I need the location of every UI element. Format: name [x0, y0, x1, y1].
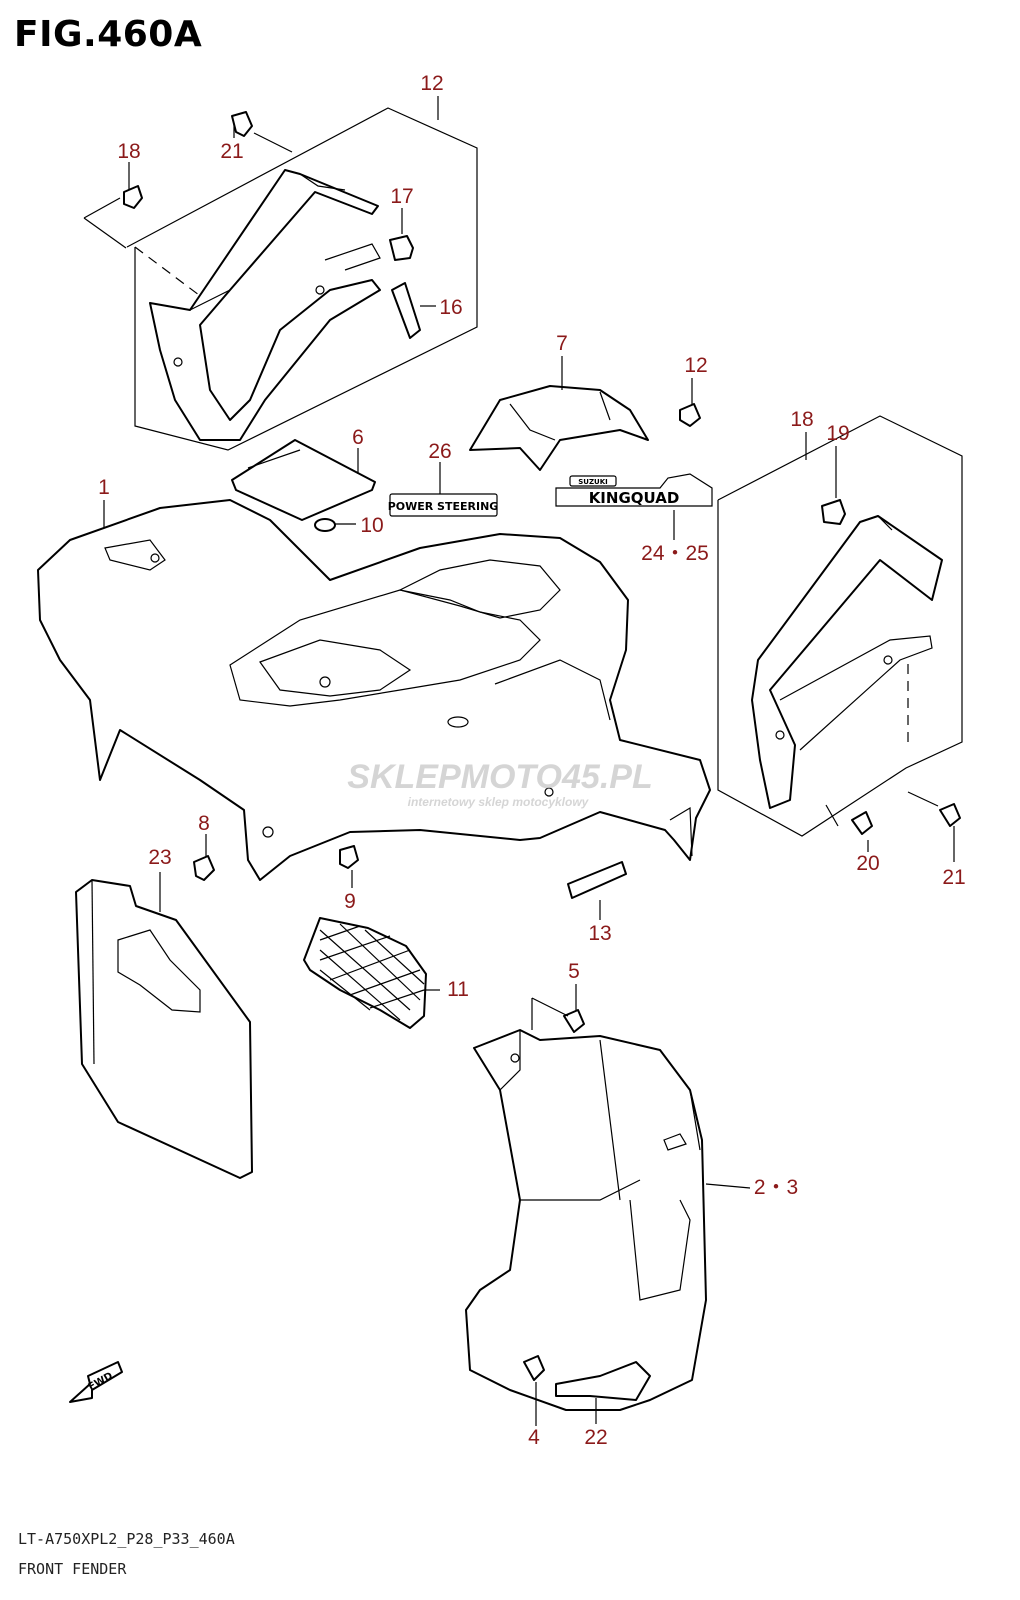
grommet-16 — [389, 235, 414, 261]
callout-15: 16 — [439, 296, 462, 319]
callout-5: 5 — [568, 960, 580, 983]
callout-13: 13 — [588, 922, 611, 945]
clip-21-right — [939, 803, 961, 827]
callout-16: 17 — [390, 185, 413, 208]
callout-1: 1 — [98, 476, 110, 499]
clip-12 — [679, 403, 701, 427]
callouts: 12 18 21 17 16 1 6 10 26 7 12 24・25 18 1… — [98, 72, 966, 1449]
callout-14: 12 — [420, 72, 443, 95]
decal-power-steering: POWER STEERING — [388, 493, 499, 517]
callout-21-right: 21 — [942, 866, 965, 889]
callout-2-3: 2・3 — [754, 1176, 798, 1199]
callout-9: 9 — [344, 890, 356, 913]
headlight-cover-7 — [469, 385, 649, 471]
clip-5 — [563, 1009, 585, 1033]
leader-lines — [103, 96, 955, 1426]
grille-11 — [303, 917, 427, 1029]
callout-18: 18 — [790, 408, 813, 431]
callout-22: 22 — [584, 1426, 607, 1449]
clip-21-top — [231, 111, 253, 137]
cover-plate-6 — [231, 439, 376, 521]
decal-suzuki-text: SUZUKI — [578, 478, 608, 486]
callout-4: 4 — [528, 1426, 540, 1449]
inner-fender-2-3 — [465, 1029, 707, 1411]
grommet-19 — [821, 499, 846, 525]
callout-26: 26 — [428, 440, 451, 463]
group-18-box — [717, 415, 963, 837]
figure-caption: FRONT FENDER — [18, 1560, 127, 1578]
watermark-tagline: internetowy sklep motocyklowy — [408, 795, 590, 809]
callout-20: 20 — [856, 852, 879, 875]
figure-code: LT-A750XPL2_P28_P33_460A — [18, 1530, 235, 1548]
callout-23: 23 — [148, 846, 171, 869]
callout-6: 6 — [352, 426, 364, 449]
grommet-10 — [314, 518, 336, 532]
decal-power-steering-text: POWER STEERING — [388, 500, 499, 513]
group-14-box — [83, 107, 478, 451]
pad-13 — [567, 861, 627, 899]
watermark: SKLEPMOTO45.PL internetowy sklep motocyk… — [347, 758, 652, 809]
decal-kingquad: SUZUKI KINGQUAD — [555, 473, 713, 507]
inner-panel-left — [149, 169, 381, 441]
strip-15 — [391, 282, 421, 339]
clip-8 — [193, 855, 215, 881]
callout-10: 10 — [360, 514, 383, 537]
inner-panel-right — [751, 515, 943, 809]
figure-title: FIG.460A — [14, 14, 203, 55]
decal-kingquad-text: KINGQUAD — [589, 489, 680, 507]
strip-22 — [555, 1361, 651, 1401]
callout-12: 12 — [684, 354, 707, 377]
callout-21-top: 21 — [220, 140, 243, 163]
callout-19: 19 — [826, 422, 849, 445]
fwd-arrow-icon: FWD — [69, 1361, 123, 1403]
clip-20 — [851, 811, 873, 835]
front-fender-1 — [37, 499, 711, 881]
panel-23 — [75, 879, 253, 1179]
callout-11: 11 — [447, 978, 469, 1001]
clip-17 — [123, 185, 143, 209]
clip-9 — [339, 845, 359, 869]
callout-24-25: 24・25 — [641, 542, 709, 565]
clip-4 — [523, 1355, 545, 1381]
callout-17: 18 — [117, 140, 140, 163]
watermark-brand: SKLEPMOTO45.PL — [347, 758, 652, 796]
callout-8: 8 — [198, 812, 210, 835]
callout-7: 7 — [556, 332, 568, 355]
